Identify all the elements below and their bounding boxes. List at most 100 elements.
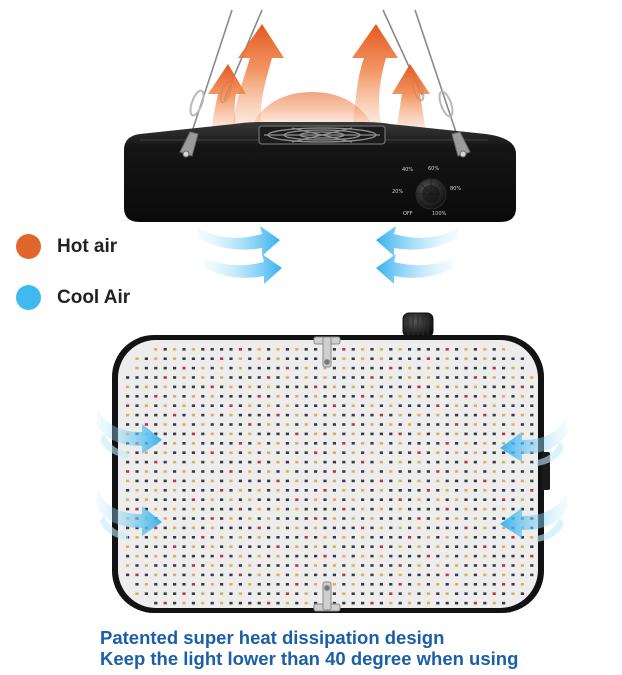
led-chip: [408, 357, 412, 360]
led-chip: [445, 601, 449, 605]
led-chip: [173, 545, 177, 548]
led-chip: [257, 479, 261, 483]
led-chip: [182, 479, 186, 483]
led-chip: [389, 348, 393, 351]
led-chip: [332, 413, 336, 417]
led-chip: [220, 601, 224, 605]
led-chip: [314, 601, 318, 605]
led-chip: [436, 545, 440, 548]
led-chip: [267, 498, 271, 501]
led-chip: [370, 498, 374, 501]
led-chip: [464, 451, 468, 454]
led-chip: [483, 470, 487, 473]
led-chip: [332, 536, 336, 539]
led-chip: [135, 526, 139, 530]
led-chip: [154, 395, 158, 398]
led-chip: [163, 348, 167, 351]
led-chip: [464, 601, 468, 605]
led-chip: [473, 451, 477, 454]
led-chip: [520, 489, 524, 492]
led-chip: [144, 395, 148, 398]
led-chip: [248, 348, 252, 351]
led-chip: [238, 536, 242, 539]
led-chip: [398, 536, 402, 539]
led-chip: [502, 442, 506, 445]
led-chip: [530, 573, 534, 577]
led-chip: [492, 507, 496, 511]
led-chip: [389, 366, 393, 370]
led-chip: [210, 395, 214, 398]
led-chip: [473, 348, 477, 351]
led-chip: [389, 536, 393, 539]
led-chip: [417, 507, 421, 511]
led-chip: [144, 413, 148, 417]
led-chip: [417, 376, 421, 379]
led-chip: [445, 460, 449, 464]
led-chip: [220, 583, 224, 586]
led-chip: [445, 376, 449, 379]
led-chip: [436, 601, 440, 605]
led-chip: [530, 395, 534, 398]
led-chip: [436, 376, 440, 379]
led-chip: [257, 470, 261, 473]
led-chip: [473, 376, 477, 379]
led-chip: [267, 432, 271, 436]
led-chip: [342, 395, 346, 398]
led-chip: [238, 376, 242, 379]
led-chip: [426, 366, 430, 370]
led-chip: [370, 432, 374, 436]
led-chip: [248, 489, 252, 492]
led-chip: [210, 479, 214, 483]
led-chip: [408, 498, 412, 501]
led-chip: [445, 573, 449, 577]
led-chip: [220, 404, 224, 407]
led-chip: [314, 564, 318, 567]
led-chip: [248, 536, 252, 539]
led-chip: [436, 536, 440, 539]
led-chip: [295, 479, 299, 483]
led-chip: [492, 348, 496, 351]
led-chip: [492, 489, 496, 492]
led-chip: [370, 489, 374, 492]
led-chip: [379, 601, 383, 605]
led-chip: [229, 376, 233, 379]
led-chip: [520, 404, 524, 407]
led-chip: [257, 348, 261, 351]
led-chip: [229, 592, 233, 595]
led-chip: [389, 395, 393, 398]
led-chip: [332, 545, 336, 548]
led-chip: [229, 460, 233, 464]
led-chip: [314, 451, 318, 454]
led-chip: [379, 451, 383, 454]
led-chip: [342, 348, 346, 351]
dimmer-knob-icon[interactable]: [415, 178, 447, 210]
led-chip: [267, 366, 271, 370]
led-chip: [229, 507, 233, 511]
led-chip: [455, 554, 459, 558]
led-chip: [511, 404, 515, 407]
led-chip: [426, 498, 430, 501]
led-chip: [201, 536, 205, 539]
led-chip: [285, 404, 289, 407]
led-chip: [248, 601, 252, 605]
led-chip: [417, 432, 421, 436]
led-chip: [361, 404, 365, 407]
led-chip: [483, 498, 487, 501]
led-chip: [210, 442, 214, 445]
led-chip: [267, 536, 271, 539]
led-chip: [502, 498, 506, 501]
led-chip: [135, 404, 139, 407]
led-chip: [267, 451, 271, 454]
led-chip: [295, 601, 299, 605]
led-chip: [285, 432, 289, 436]
led-chip: [379, 592, 383, 595]
led-chip: [304, 564, 308, 567]
led-chip: [370, 357, 374, 360]
led-chip: [351, 517, 355, 520]
led-chip: [295, 536, 299, 539]
led-chip: [182, 554, 186, 558]
led-chip: [248, 451, 252, 454]
led-chip: [126, 554, 130, 558]
led-chip: [464, 526, 468, 530]
led-chip: [220, 385, 224, 389]
